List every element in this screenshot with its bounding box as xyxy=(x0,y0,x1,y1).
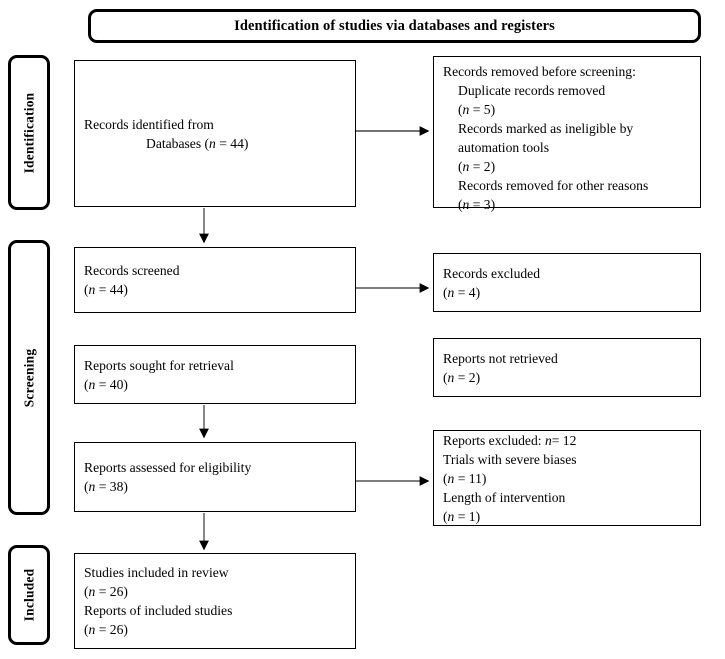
records-excluded-line-2: (n = 4) xyxy=(443,284,481,300)
reports-assessed-box: Reports assessed for eligibility (n = 38… xyxy=(74,442,356,512)
reports-excluded-box: Reports excluded: n= 12 Trials with seve… xyxy=(433,430,701,526)
reports-not-retrieved-line-1: Reports not retrieved xyxy=(443,350,558,366)
records-removed-line-6: (n = 2) xyxy=(458,159,496,174)
reports-not-retrieved-line-2: (n = 2) xyxy=(443,369,481,385)
records-excluded-line-1: Records excluded xyxy=(443,265,541,281)
records-screened-line-2: (n = 44) xyxy=(84,282,128,297)
studies-included-line-4: (n = 26) xyxy=(84,622,128,637)
studies-included-box: Studies included in review (n = 26) Repo… xyxy=(74,553,356,649)
reports-assessed-line-1: Reports assessed for eligibility xyxy=(84,460,252,475)
stage-label-screening-text: Screening xyxy=(21,348,36,407)
studies-included-line-1: Studies included in review xyxy=(84,565,229,580)
records-removed-line-7: Records removed for other reasons xyxy=(458,178,649,193)
records-removed-line-8: (n = 3) xyxy=(458,197,496,212)
stage-label-included: Included xyxy=(8,545,50,645)
diagram-header-banner: Identification of studies via databases … xyxy=(88,9,701,43)
records-removed-line-4: Records marked as ineligible by xyxy=(458,121,634,136)
reports-excluded-line-5: (n = 1) xyxy=(443,508,481,524)
records-removed-line-5: automation tools xyxy=(458,140,549,155)
reports-sought-box: Reports sought for retrieval (n = 40) xyxy=(74,345,356,404)
studies-included-line-2: (n = 26) xyxy=(84,584,128,599)
reports-excluded-line-3: (n = 11) xyxy=(443,470,487,486)
records-identified-box: Records identified from Databases (n = 4… xyxy=(74,60,356,207)
studies-included-line-3: Reports of included studies xyxy=(84,603,233,618)
records-removed-line-1: Records removed before screening: xyxy=(443,64,636,79)
reports-excluded-line-4: Length of intervention xyxy=(443,489,566,505)
records-screened-box: Records screened (n = 44) xyxy=(74,247,356,313)
stage-label-screening: Screening xyxy=(8,240,50,515)
diagram-title: Identification of studies via databases … xyxy=(234,17,555,34)
stage-label-included-text: Included xyxy=(21,568,36,622)
records-identified-line-2: Databases (n = 44) xyxy=(146,135,249,151)
stage-label-identification-text: Identification xyxy=(21,92,36,173)
reports-assessed-line-2: (n = 38) xyxy=(84,479,128,494)
records-removed-box: Records removed before screening: Duplic… xyxy=(433,56,701,212)
reports-not-retrieved-box: Reports not retrieved (n = 2) xyxy=(433,338,701,397)
reports-excluded-line-2: Trials with severe biases xyxy=(443,451,577,467)
reports-excluded-line-1: Reports excluded: n= 12 xyxy=(443,432,577,448)
records-identified-line-1: Records identified from xyxy=(84,116,214,132)
reports-sought-line-1: Reports sought for retrieval xyxy=(84,357,234,373)
records-removed-line-2: Duplicate records removed xyxy=(458,83,606,98)
records-excluded-box: Records excluded (n = 4) xyxy=(433,253,701,312)
stage-label-identification: Identification xyxy=(8,55,50,210)
reports-sought-line-2: (n = 40) xyxy=(84,376,128,392)
records-screened-line-1: Records screened xyxy=(84,263,180,278)
records-removed-line-3: (n = 5) xyxy=(458,102,496,117)
